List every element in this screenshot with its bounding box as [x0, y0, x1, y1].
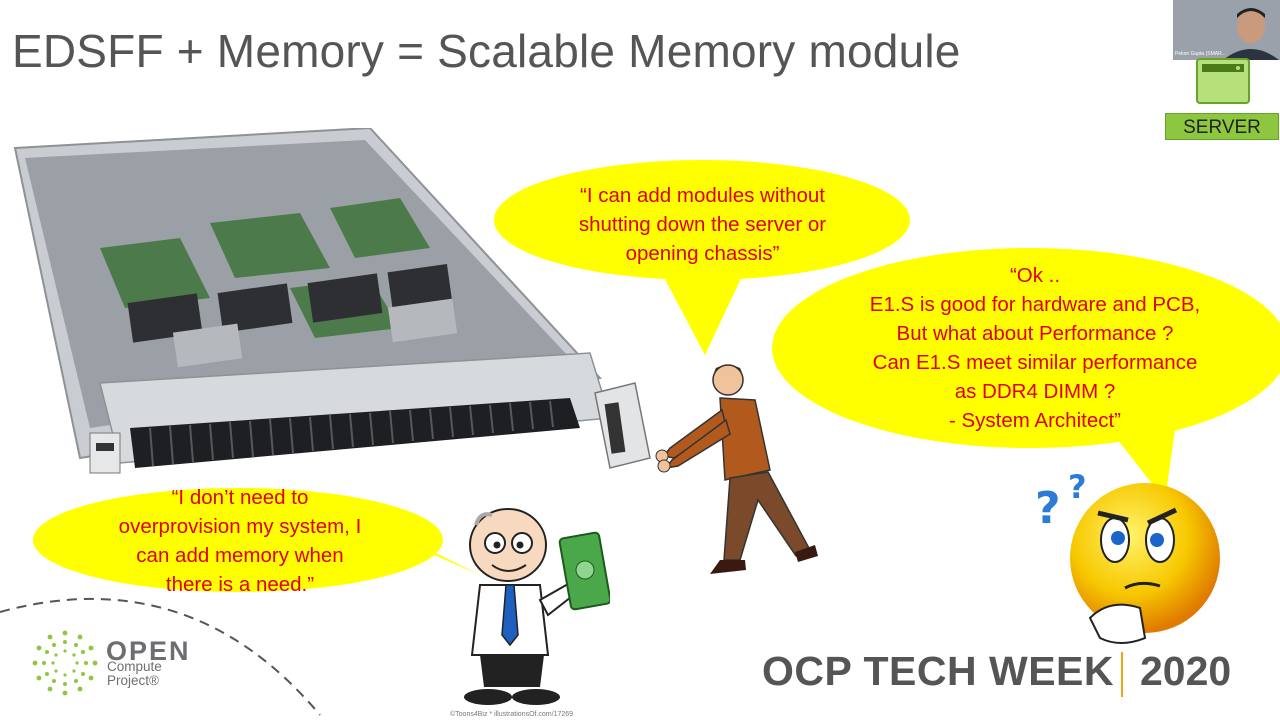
speech-bubble-left-text: “I don’t need to overprovision my system…	[118, 486, 362, 596]
thinking-face-image: ? ?	[1035, 468, 1220, 644]
svg-text:?: ?	[1068, 468, 1087, 506]
svg-text:?: ?	[1035, 483, 1061, 534]
slide-title: EDSFF + Memory = Scalable Memory module	[12, 25, 961, 77]
webcam-participant-name: Pekon Gupta (SMAR...	[1175, 51, 1226, 57]
server-icon	[1196, 58, 1250, 104]
server-button[interactable]: SERVER	[1165, 113, 1279, 140]
ocp-logo-icon	[32, 630, 98, 696]
event-name: OCP TECH WEEK	[762, 648, 1114, 694]
illustration-credit: ©Toons4Biz * illustrationsOf.com/17269	[450, 711, 574, 718]
speech-bubble-left	[33, 488, 480, 592]
speech-bubble-right	[772, 248, 1280, 500]
ocp-logo-word: OPEN	[106, 636, 191, 666]
webcam-video-thumbnail[interactable]	[1173, 0, 1280, 60]
speech-bubble-top-text: “I can add modules without shutting down…	[578, 184, 827, 265]
ocp-logo-compute: Compute	[107, 659, 162, 674]
event-year: 2020	[1140, 648, 1232, 694]
decorative-dashed-arc	[0, 597, 321, 716]
speech-bubble-top	[494, 160, 910, 355]
speech-bubble-right-text: “Ok .. E1.S is good for hardware and PCB…	[869, 264, 1201, 432]
engineer-figure-image	[655, 364, 818, 574]
manager-with-money-image	[464, 508, 610, 705]
event-divider	[1121, 652, 1123, 697]
person-silhouette-icon	[1173, 0, 1280, 60]
server-chassis-image	[13, 128, 651, 474]
ocp-logo-project: Project®	[107, 673, 159, 688]
